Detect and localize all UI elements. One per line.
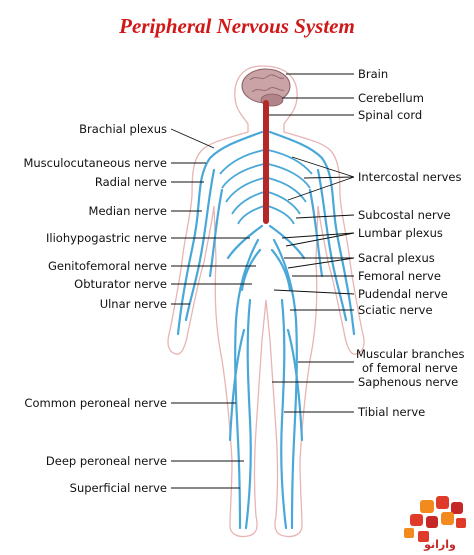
leader-sacral-plexus-2 <box>287 257 355 269</box>
brand-logo-text: وارانو <box>423 538 456 551</box>
label-obturator-nerve: Obturator nerve <box>74 277 167 291</box>
spinal-cord-graphic <box>263 100 269 224</box>
leader-brachial-plexus <box>170 128 215 149</box>
label-muscular-branches-line1: Muscular branches <box>356 347 464 361</box>
leader-lumbar-plexus-2 <box>285 232 355 247</box>
label-musculocutaneous-nerve: Musculocutaneous nerve <box>23 156 167 170</box>
label-common-peroneal-nerve: Common peroneal nerve <box>24 396 167 410</box>
brain-folds <box>249 74 285 93</box>
label-brain: Brain <box>358 67 388 81</box>
leader-intercostal-3 <box>287 176 355 201</box>
label-femoral-nerve: Femoral nerve <box>358 269 441 283</box>
label-tibial-nerve: Tibial nerve <box>357 405 425 419</box>
label-radial-nerve: Radial nerve <box>95 175 167 189</box>
leader-intercostal-2 <box>303 176 355 179</box>
page-title: Peripheral Nervous System <box>119 14 355 38</box>
leader-lumbar-plexus-1 <box>281 232 355 239</box>
label-sacral-plexus: Sacral plexus <box>358 251 435 265</box>
label-saphenous-nerve: Saphenous nerve <box>358 375 458 389</box>
label-pudendal-nerve: Pudendal nerve <box>358 287 448 301</box>
label-intercostal-nerves: Intercostal nerves <box>358 170 461 184</box>
leader-subcostal-nerve <box>295 214 355 219</box>
label-muscular-branches-line2: of femoral nerve <box>362 361 458 375</box>
intercostal-nerves-graphic <box>219 149 313 225</box>
label-superficial-nerve: Superficial nerve <box>70 481 167 495</box>
label-iliohypogastric-nerve: Iliohypogastric nerve <box>46 231 167 245</box>
label-ulnar-nerve: Ulnar nerve <box>100 297 167 311</box>
label-median-nerve: Median nerve <box>89 204 167 218</box>
leader-intercostal-1 <box>291 156 355 178</box>
label-sciatic-nerve: Sciatic nerve <box>358 303 433 317</box>
body-outline <box>167 65 365 538</box>
label-genitofemoral-nerve: Genitofemoral nerve <box>48 259 167 273</box>
label-deep-peroneal-nerve: Deep peroneal nerve <box>46 454 167 468</box>
label-subcostal-nerve: Subcostal nerve <box>358 208 451 222</box>
leader-pudendal-nerve <box>273 289 355 295</box>
nerve-network <box>176 130 356 530</box>
label-cerebellum: Cerebellum <box>358 91 424 105</box>
brand-logo: وارانو <box>404 496 466 551</box>
label-spinal-cord: Spinal cord <box>358 108 422 122</box>
label-brachial-plexus: Brachial plexus <box>79 122 167 136</box>
label-lumbar-plexus: Lumbar plexus <box>358 226 443 240</box>
